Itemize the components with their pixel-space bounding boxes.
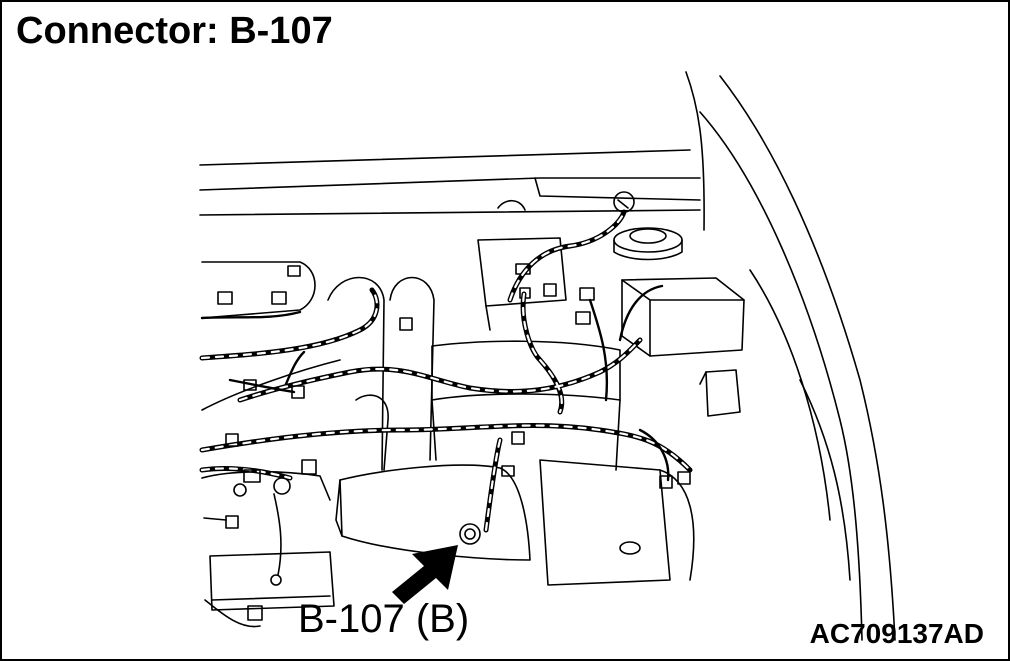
arrow-icon — [392, 545, 458, 604]
page-title: Connector: B-107 — [16, 10, 333, 52]
strut-tower — [613, 191, 683, 261]
wiring-harness-dash — [200, 210, 692, 532]
lower-left-parts — [203, 493, 335, 628]
hood-outline — [685, 71, 896, 641]
harness-tubes — [201, 261, 435, 501]
solid-wires — [200, 284, 670, 482]
engine-block — [431, 340, 695, 586]
cowl-panel — [199, 149, 701, 216]
small-connectors — [217, 265, 691, 497]
connector-icon — [459, 523, 481, 545]
connector-callout-label: B-107 (B) — [298, 597, 470, 641]
fuse-box — [621, 277, 745, 417]
figure-id: AC709137AD — [809, 618, 984, 649]
connector-housing — [335, 464, 531, 561]
